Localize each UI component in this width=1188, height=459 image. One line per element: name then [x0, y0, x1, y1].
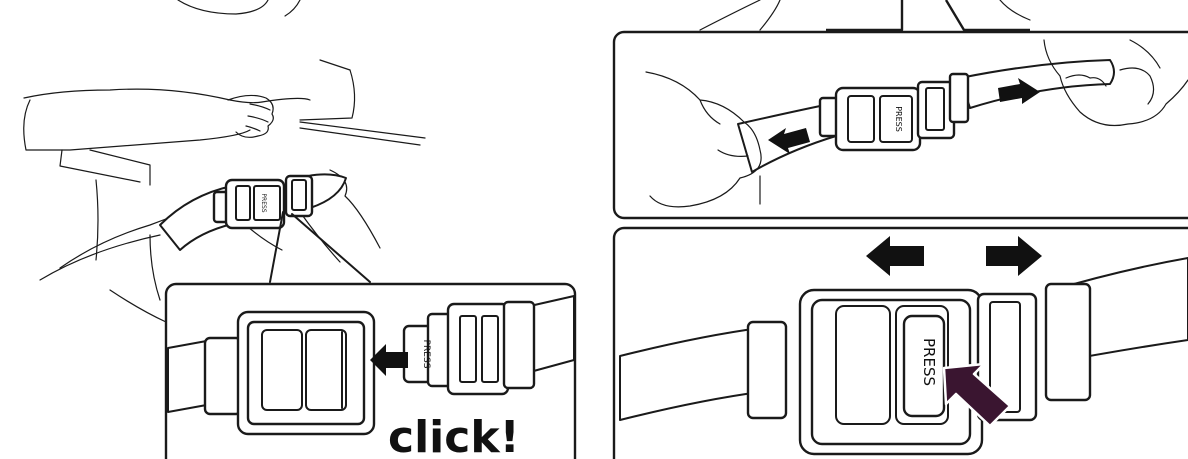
press-label-pull: PRESS — [894, 106, 903, 132]
top-fragment-left — [178, 0, 300, 16]
inset-click-panel: PRESS click! — [166, 284, 575, 459]
click-label: click! — [388, 412, 520, 459]
pull-strap-panel: PRESS — [614, 32, 1188, 218]
press-label-inset: PRESS — [421, 340, 431, 369]
press-label-release: PRESS — [920, 338, 938, 386]
body-belt-buckle: PRESS — [214, 176, 312, 228]
press-label-body: PRESS — [260, 193, 267, 212]
release-panel: PRESS — [614, 228, 1188, 459]
top-fragment-right — [700, 0, 1030, 30]
